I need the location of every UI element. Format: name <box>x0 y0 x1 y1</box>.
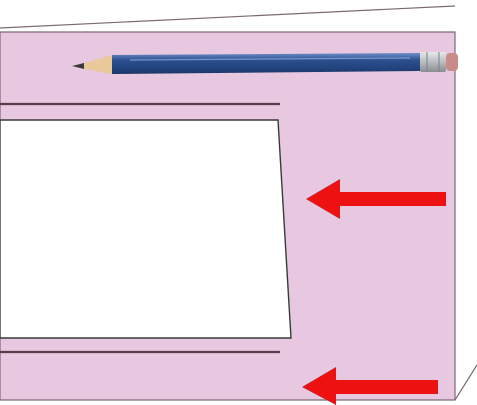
board-side-edge <box>455 365 477 400</box>
white-sheet <box>0 120 291 338</box>
board-top-edge <box>0 6 455 28</box>
pencil-icon <box>72 52 458 74</box>
